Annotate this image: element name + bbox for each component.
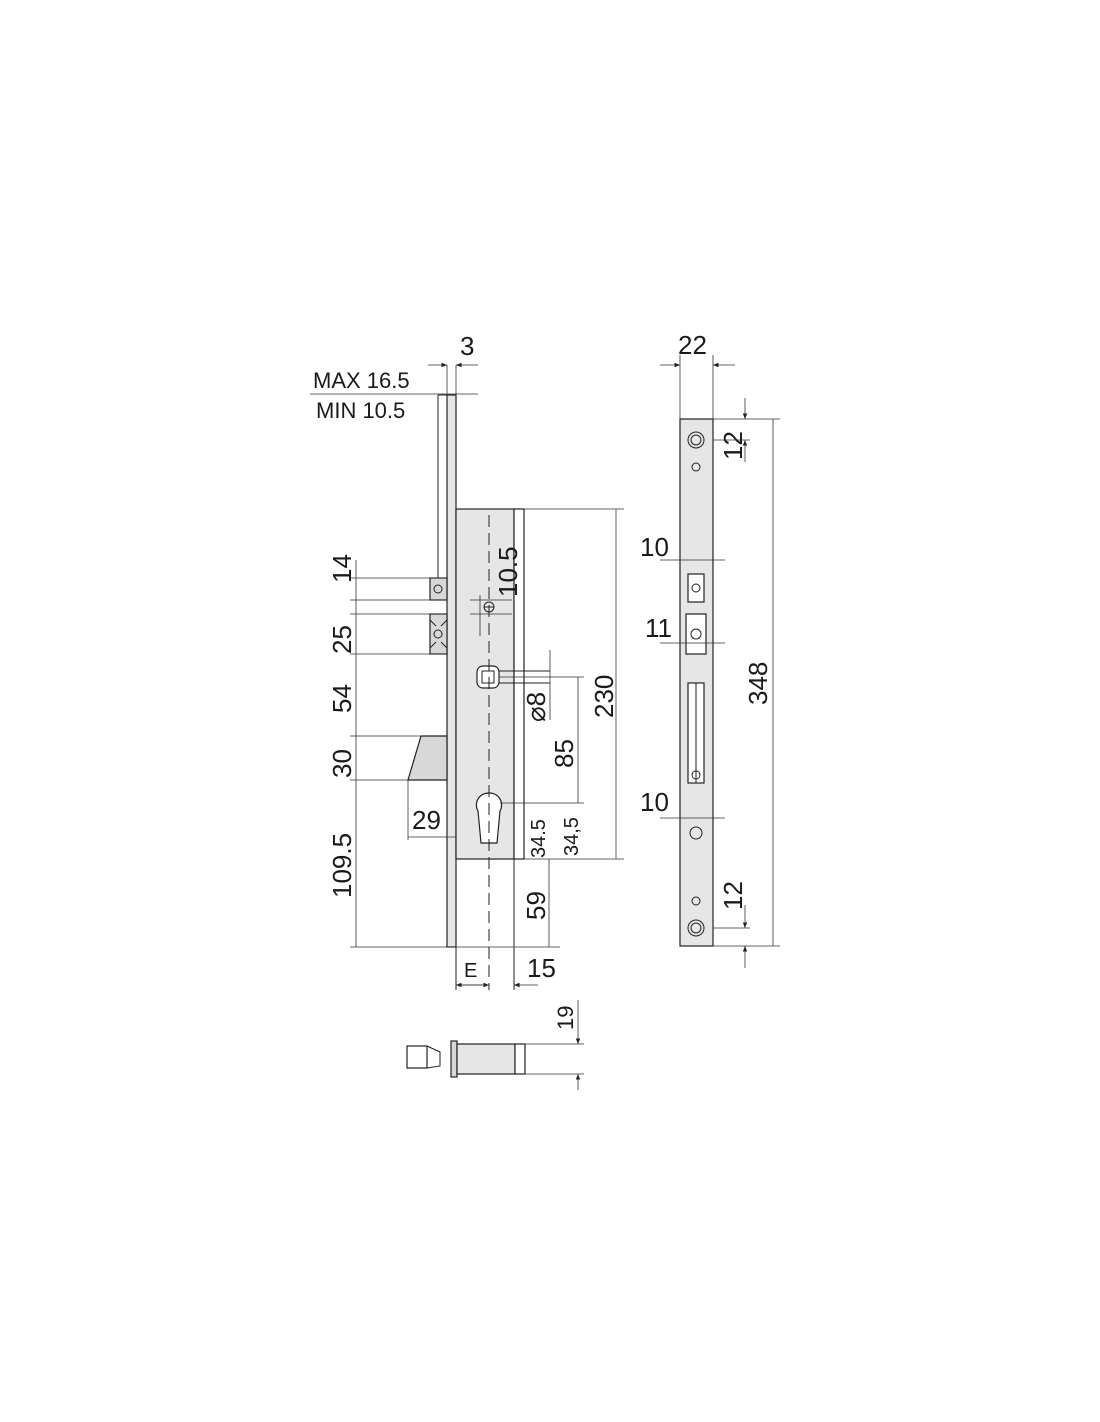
dim-plate-thickness: 3 [460, 331, 474, 361]
dim-cyl-offset-a: 34.5 [528, 819, 550, 858]
dim-slot-10-bottom: 10 [640, 787, 669, 817]
dim-width-15: 15 [527, 953, 556, 983]
bottom-bolt [406, 1045, 428, 1069]
bolt-opening [685, 613, 707, 655]
dim-bottom-margin: 12 [718, 881, 748, 910]
bottom-faceplate [450, 1040, 458, 1078]
dim-top-margin: 12 [718, 431, 748, 460]
dim-offset-54: 54 [327, 684, 357, 713]
hook-bolt [407, 735, 448, 781]
dim-min-label: MIN 10.5 [316, 398, 405, 423]
dim-faceplate-length: 348 [743, 662, 773, 705]
case-extension [513, 508, 525, 860]
dim-latch-gap: 10.5 [493, 546, 523, 597]
dim-latch-height: 14 [327, 554, 357, 583]
dim-case-height: 230 [589, 675, 619, 718]
dim-faceplate-width: 22 [678, 330, 707, 360]
deadbolt [429, 613, 448, 655]
dim-lower-59: 59 [521, 891, 551, 920]
dim-backset-label: E [464, 960, 477, 982]
dim-bolt-height: 25 [327, 625, 357, 654]
dim-center-distance: 85 [549, 739, 579, 768]
side-view: 22 348 12 12 10 11 10 [640, 330, 780, 968]
dim-hook-depth: 29 [412, 805, 441, 835]
screw-hole-bottom [690, 922, 702, 934]
dim-hook-height: 30 [327, 749, 357, 778]
dim-slot-11: 11 [645, 613, 672, 643]
dim-max-label: MAX 16.5 [313, 368, 410, 393]
dim-cyl-offset-b: 34,5 [561, 817, 583, 856]
dim-bottom-depth: 19 [553, 1006, 578, 1030]
bottom-view: 19 [406, 1000, 584, 1090]
dim-bottom-offset: 109.5 [327, 833, 357, 898]
latch-opening [687, 573, 705, 603]
latch [429, 577, 448, 601]
front-view: 3 MAX 16.5 MIN 10.5 14 25 54 30 109.5 10… [310, 331, 624, 990]
bottom-case [456, 1043, 516, 1075]
dim-follower: ⌀8 [521, 692, 551, 722]
front-faceplate [446, 394, 457, 948]
bottom-case-extension [514, 1043, 526, 1075]
screw-hole-top [690, 434, 702, 446]
dim-slot-10-top: 10 [640, 532, 669, 562]
cylinder-hole [475, 792, 503, 844]
follower-hub [476, 665, 500, 689]
